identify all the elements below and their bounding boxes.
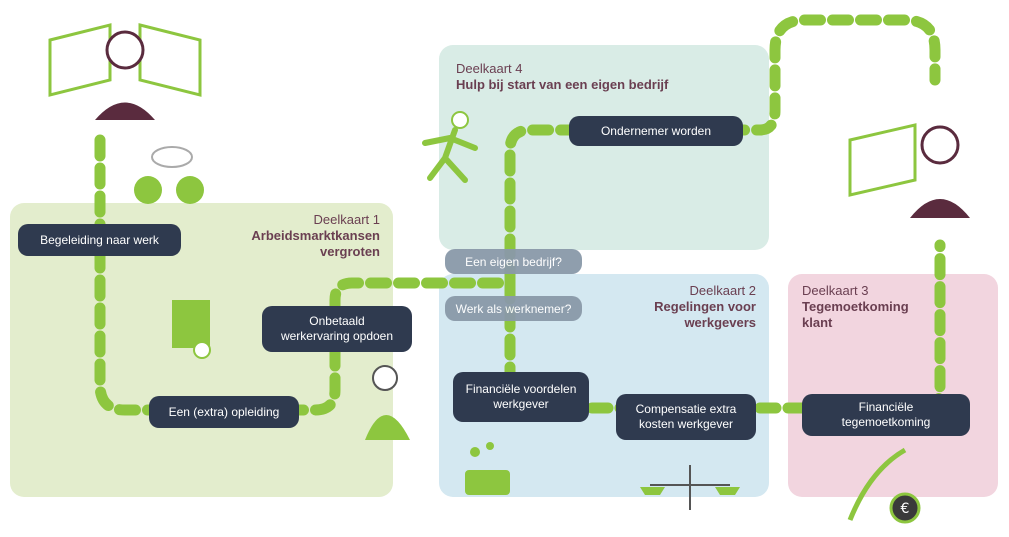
deelkaart-4-title: Deelkaart 4 Hulp bij start van een eigen… bbox=[456, 61, 756, 93]
euro-coin-icon: € bbox=[847, 447, 921, 524]
node-fin-werkgever-line2: werkgever bbox=[493, 397, 549, 411]
node-begeleiding-naar-werk[interactable]: Begeleiding naar werk bbox=[18, 224, 181, 256]
question-eigen-bedrijf[interactable]: Een eigen bedrijf? bbox=[445, 249, 582, 274]
node-opleiding-label: Een (extra) opleiding bbox=[168, 404, 280, 419]
deelkaart-1-label: Deelkaart 1 bbox=[313, 212, 380, 227]
deelkaart-2-label: Deelkaart 2 bbox=[689, 283, 756, 298]
deelkaart-3-title-line1: Tegemoetkoming bbox=[802, 299, 909, 314]
person-presenting-icon bbox=[365, 365, 410, 440]
wallet-with-coins-icon bbox=[465, 442, 510, 495]
panel-deelkaart-4 bbox=[439, 45, 769, 250]
node-fin-tegemoet-line2: tegemoetkoming bbox=[841, 415, 931, 429]
deelkaart-3-title-line2: klant bbox=[802, 315, 833, 330]
deelkaart-4-title-text: Hulp bij start van een eigen bedrijf bbox=[456, 77, 669, 92]
node-werkervaring-line2: werkervaring opdoen bbox=[280, 329, 394, 343]
node-onbetaald-werkervaring[interactable]: Onbetaald werkervaring opdoen bbox=[262, 306, 412, 352]
svg-text:€: € bbox=[901, 501, 910, 517]
certificate-icon bbox=[172, 300, 211, 359]
deelkaart-2-title-line1: Regelingen voor bbox=[654, 299, 756, 314]
question-werknemer[interactable]: Werk als werknemer? bbox=[445, 296, 582, 321]
deelkaart-3-label: Deelkaart 3 bbox=[802, 283, 869, 298]
person-with-map-icon bbox=[48, 23, 202, 120]
question-eigen-bedrijf-label: Een eigen bedrijf? bbox=[465, 254, 562, 269]
node-ondernemer-worden[interactable]: Ondernemer worden bbox=[569, 116, 743, 146]
node-werkervaring-line1: Onbetaald bbox=[309, 314, 365, 328]
scale-icon bbox=[640, 465, 740, 510]
deelkaart-4-label: Deelkaart 4 bbox=[456, 61, 523, 76]
deelkaart-1-title: Deelkaart 1 Arbeidsmarktkansen vergroten bbox=[200, 212, 380, 260]
node-ondernemer-label: Ondernemer worden bbox=[600, 123, 712, 138]
node-fin-tegemoet-line1: Financiële bbox=[858, 400, 914, 414]
deelkaart-1-title-line2: vergroten bbox=[320, 244, 380, 259]
node-compensatie-line2: kosten werkgever bbox=[638, 417, 734, 431]
node-compensatie-extra-kosten[interactable]: Compensatie extra kosten werkgever bbox=[616, 394, 756, 440]
people-talking-icon bbox=[134, 146, 204, 204]
person-with-map-right-icon bbox=[848, 123, 970, 218]
node-compensatie-line1: Compensatie extra bbox=[635, 402, 737, 416]
node-begeleiding-label: Begeleiding naar werk bbox=[40, 232, 159, 247]
node-extra-opleiding[interactable]: Een (extra) opleiding bbox=[149, 396, 299, 428]
node-financiele-tegemoetkoming[interactable]: Financiële tegemoetkoming bbox=[802, 394, 970, 436]
deelkaart-2-title: Deelkaart 2 Regelingen voor werkgevers bbox=[580, 283, 756, 331]
deelkaart-3-title: Deelkaart 3 Tegemoetkoming klant bbox=[802, 283, 982, 331]
question-werknemer-label: Werk als werknemer? bbox=[455, 301, 572, 316]
node-financiele-voordelen-werkgever[interactable]: Financiële voordelen werkgever bbox=[453, 372, 589, 422]
deelkaart-1-title-line1: Arbeidsmarktkansen bbox=[251, 228, 380, 243]
deelkaart-2-title-line2: werkgevers bbox=[684, 315, 756, 330]
node-fin-werkgever-line1: Financiële voordelen bbox=[465, 382, 577, 396]
running-person-icon bbox=[422, 111, 478, 183]
